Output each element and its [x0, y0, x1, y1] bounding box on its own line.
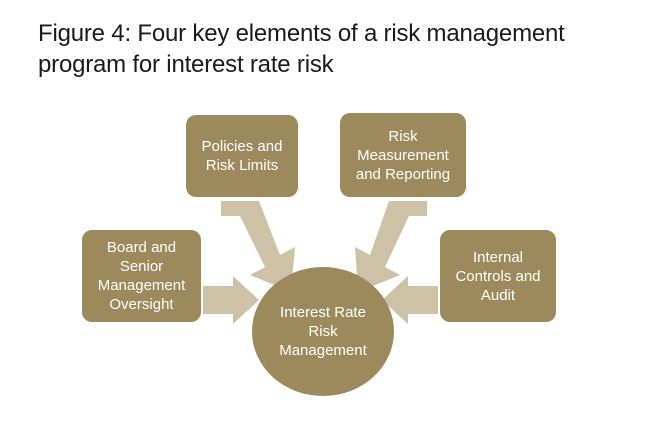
- node-internal-controls-and-audit[interactable]: Internal Controls and Audit: [440, 230, 556, 322]
- arrow-board-to-center: [203, 276, 259, 324]
- node-policies-and-risk-limits[interactable]: Policies and Risk Limits: [186, 115, 298, 197]
- arrow-measurement-to-center: [355, 201, 427, 292]
- node-interest-rate-risk-management[interactable]: Interest Rate Risk Management: [252, 267, 394, 396]
- node-board-and-senior-management-oversight[interactable]: Board and Senior Management Oversight: [82, 230, 201, 322]
- node-risk-measurement-and-reporting[interactable]: Risk Measurement and Reporting: [340, 113, 466, 197]
- figure-title: Figure 4: Four key elements of a risk ma…: [38, 20, 565, 78]
